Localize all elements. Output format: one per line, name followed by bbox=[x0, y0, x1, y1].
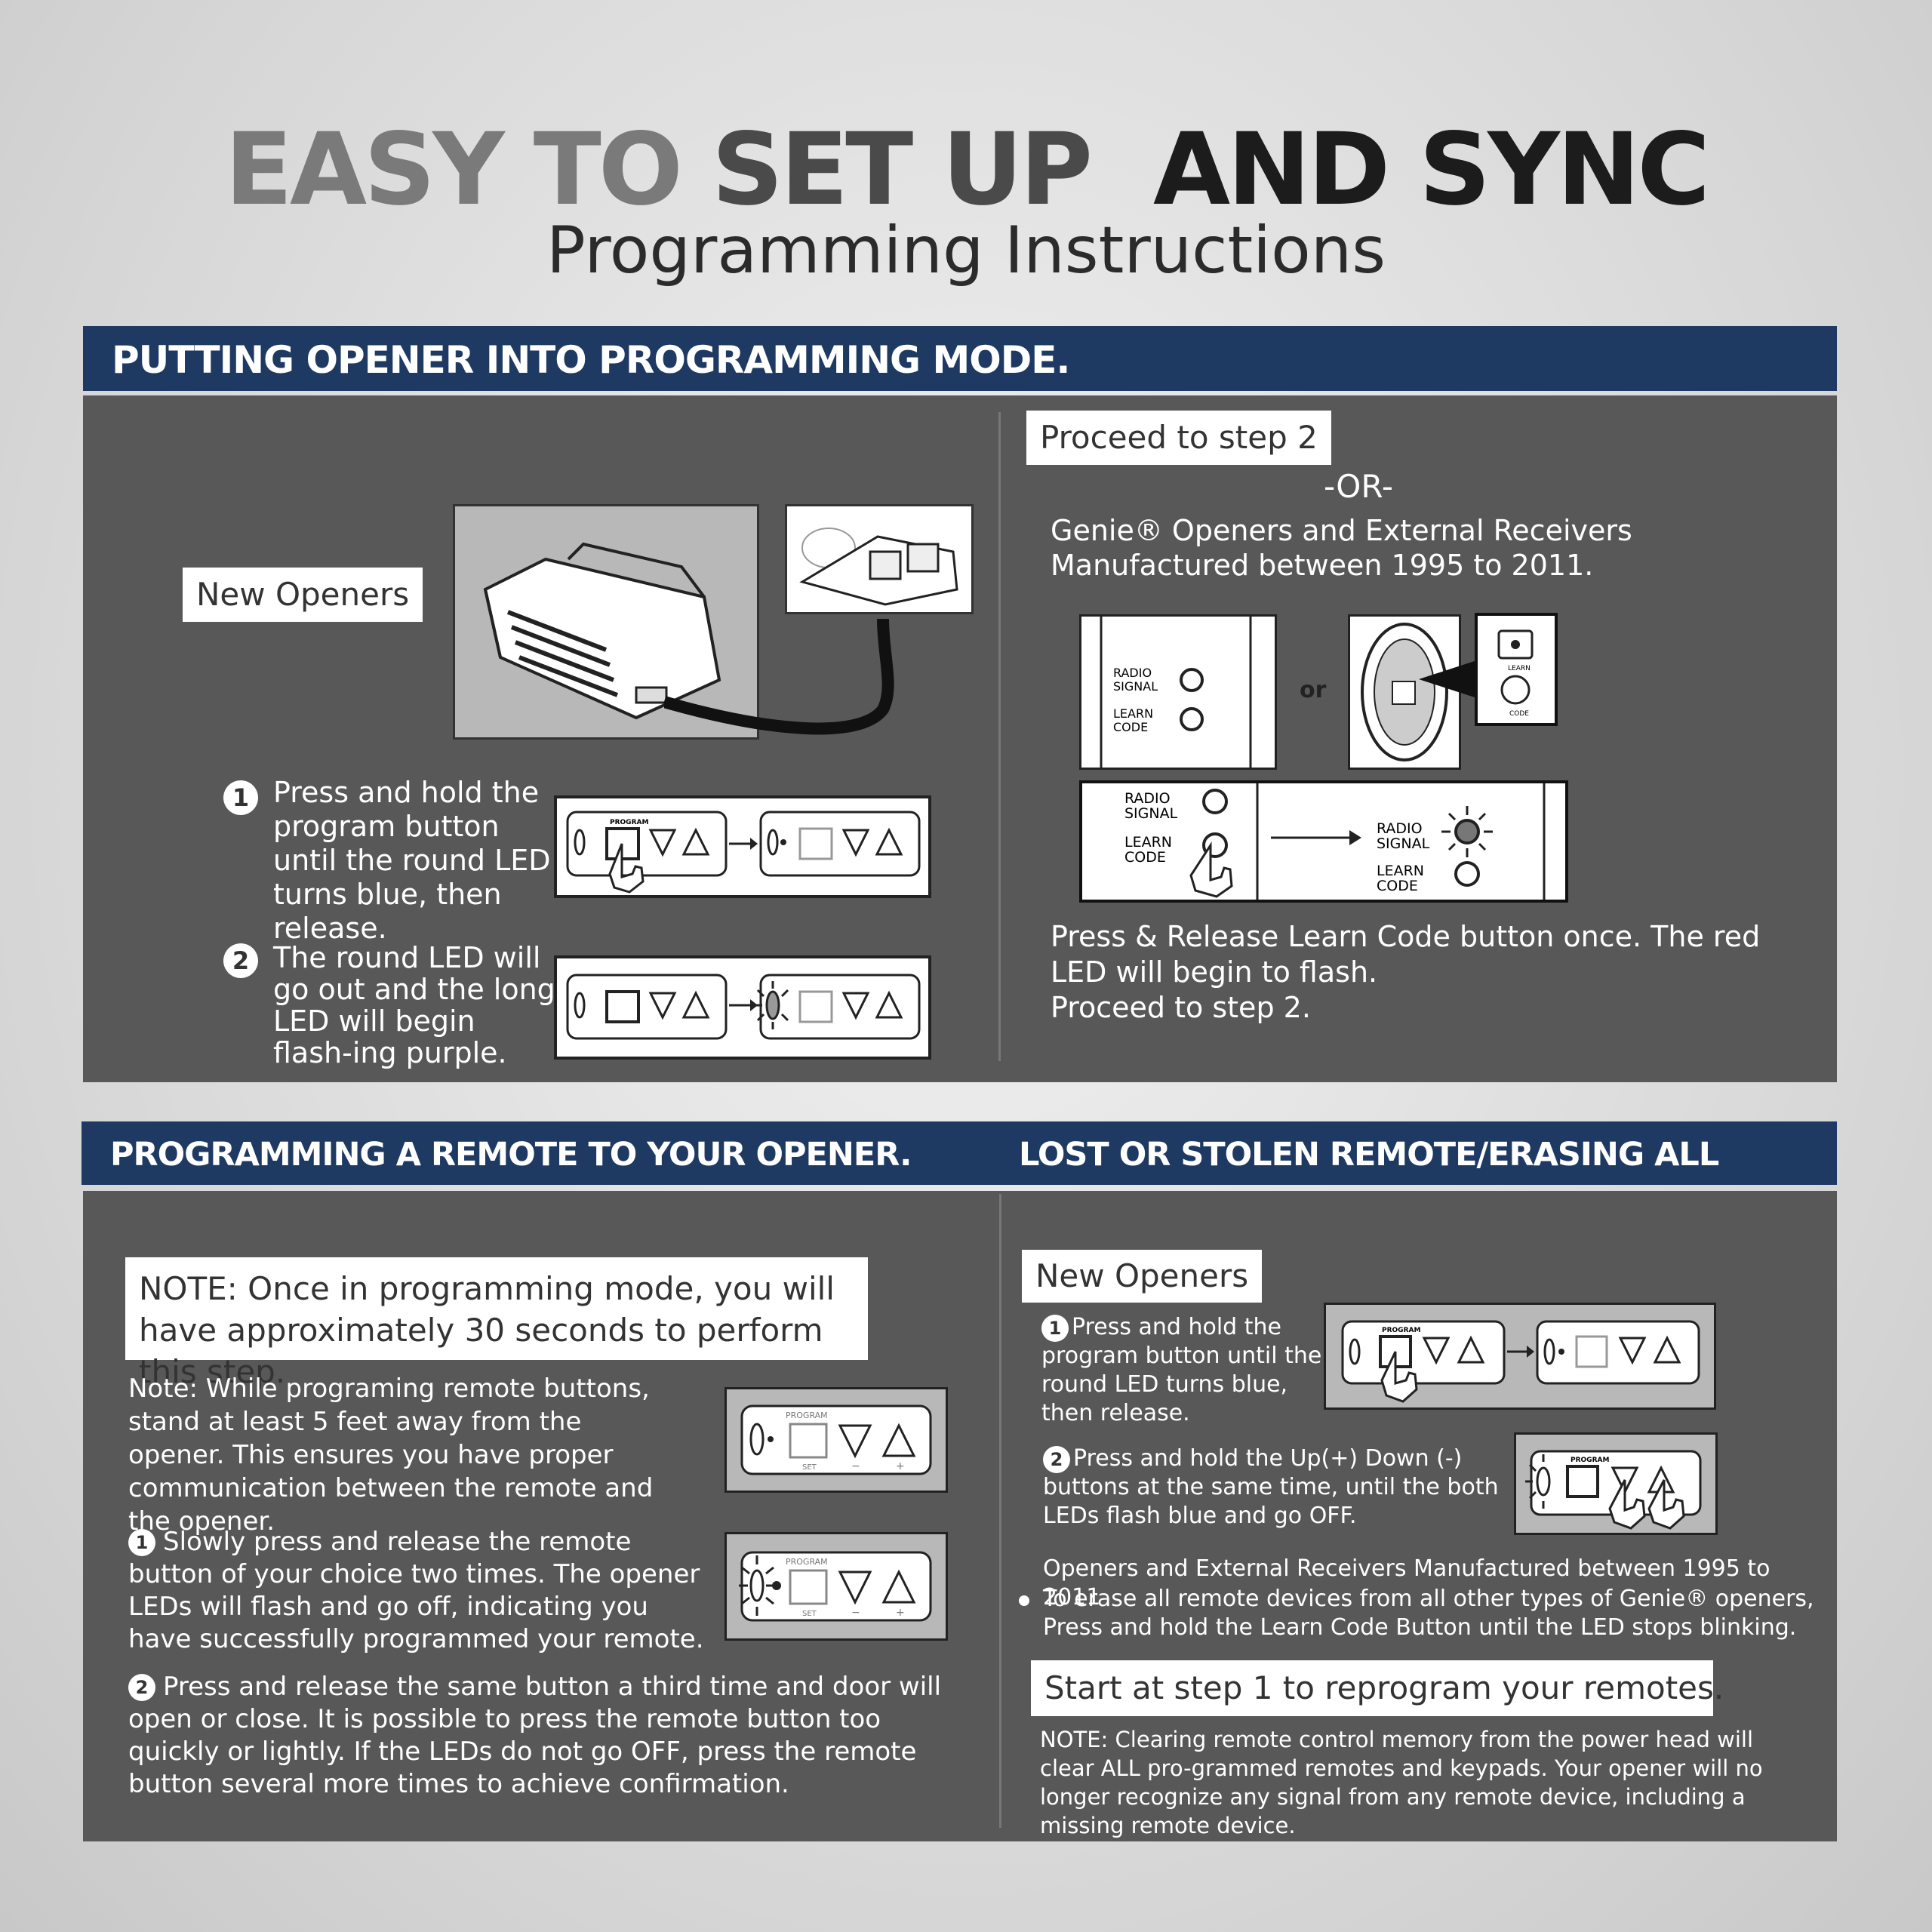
s3-step1-diagram: PROGRAM bbox=[1324, 1303, 1716, 1410]
code-label-3: CODE bbox=[1377, 878, 1418, 894]
program-label: PROGRAM bbox=[610, 819, 648, 826]
erase-text: To erase all remote devices from all oth… bbox=[1043, 1586, 1814, 1641]
step2-text: The round LED will go out and the long L… bbox=[273, 941, 555, 1069]
proceed-step2-label: Proceed to step 2 bbox=[1026, 411, 1331, 465]
section1-heading-band: PUTTING OPENER INTO PROGRAMMING MODE. bbox=[83, 326, 1837, 391]
plus-label-2: + bbox=[896, 1607, 905, 1619]
receivers-line: Openers and External Receivers Manufactu… bbox=[1043, 1555, 1770, 1611]
main-title: EASY TO SET UP AND SYNC bbox=[0, 113, 1932, 226]
section2-3-heading-band: PROGRAMMING A REMOTE TO YOUR OPENER. LOS… bbox=[82, 1121, 1837, 1240]
program-label-5: PROGRAM bbox=[1571, 1457, 1609, 1464]
section1-step1: 1 Press and hold the program button unti… bbox=[223, 776, 555, 946]
code-label: CODE bbox=[1113, 720, 1148, 734]
s3-step1-text: Press and hold the program button until … bbox=[1041, 1314, 1322, 1426]
s3-new-openers-label: New Openers bbox=[1022, 1250, 1263, 1303]
signal-label-2: SIGNAL bbox=[1124, 805, 1178, 822]
timing-note-text: NOTE: Once in programming mode, you will… bbox=[139, 1270, 835, 1390]
set-label: SET bbox=[802, 1463, 817, 1472]
section1-divider bbox=[998, 412, 1001, 1061]
title-part-1: EASY TO bbox=[224, 112, 712, 228]
title-part-3: AND SYNC bbox=[1153, 112, 1710, 228]
s2-step2-badge: 2 bbox=[128, 1674, 155, 1701]
final-note: NOTE: Clearing remote control memory fro… bbox=[1040, 1727, 1763, 1838]
section2-3-divider bbox=[999, 1194, 1001, 1828]
title-part-2: SET UP bbox=[711, 112, 1093, 228]
bullet-dot bbox=[1019, 1595, 1029, 1606]
code-small-label: CODE bbox=[1509, 710, 1529, 718]
learn-label-3: LEARN bbox=[1377, 863, 1424, 879]
or-separator: -OR- bbox=[1323, 468, 1394, 505]
radio-label-2: RADIO bbox=[1124, 790, 1171, 807]
section2-step1: 1 Slowly press and release the remote bu… bbox=[128, 1526, 717, 1656]
minus-label-2: − bbox=[851, 1607, 860, 1619]
program-label-2: PROGRAM bbox=[786, 1411, 828, 1420]
panel-step1-diagram: PROGRAM bbox=[554, 795, 931, 898]
section1-heading: PUTTING OPENER INTO PROGRAMMING MODE. bbox=[112, 338, 1070, 382]
restart-box: Start at step 1 to reprogram your remote… bbox=[1031, 1660, 1724, 1716]
timing-note-box: NOTE: Once in programming mode, you will… bbox=[125, 1257, 868, 1390]
restart-text: Start at step 1 to reprogram your remote… bbox=[1044, 1669, 1724, 1706]
learn-code-instructions: Press & Release Learn Code button once. … bbox=[1051, 920, 1761, 989]
remote-led-diagram: PROGRAM SET − + bbox=[724, 1387, 948, 1493]
program-label-4: PROGRAM bbox=[1382, 1327, 1420, 1334]
radio-signal-panel: RADIO SIGNAL LEARN CODE bbox=[1079, 614, 1277, 770]
opener-illustration bbox=[453, 504, 759, 740]
s2-step1-badge: 1 bbox=[128, 1529, 155, 1556]
proceed-step2-text: Proceed to step 2. bbox=[1051, 991, 1311, 1024]
subtitle: Programming Instructions bbox=[546, 213, 1386, 288]
s2-step1-text: Slowly press and release the remote butt… bbox=[128, 1527, 704, 1654]
s3-step1-badge: 1 bbox=[1041, 1315, 1069, 1342]
s3-step2-badge: 2 bbox=[1043, 1446, 1070, 1473]
step1-text: Press and hold the program button until … bbox=[273, 776, 551, 945]
learn-code-sequence-diagram: RADIO SIGNAL LEARN CODE RADIO SIGNAL LEA… bbox=[1079, 780, 1568, 903]
or-small: or bbox=[1300, 677, 1327, 703]
panel-step2-diagram bbox=[554, 955, 931, 1060]
radio-label-3: RADIO bbox=[1377, 820, 1423, 837]
s2-step2-text: Press and release the same button a thir… bbox=[128, 1672, 942, 1799]
opener-connector-line bbox=[664, 618, 894, 735]
section2-step2: 2 Press and release the same button a th… bbox=[128, 1671, 966, 1801]
new-openers-label: New Openers bbox=[183, 568, 423, 622]
remote-flash-diagram: PROGRAM SET − + bbox=[724, 1532, 948, 1641]
s3-step2-diagram: PROGRAM bbox=[1514, 1432, 1718, 1535]
code-label-2: CODE bbox=[1124, 849, 1166, 866]
minus-label: − bbox=[851, 1460, 860, 1472]
signal-label: SIGNAL bbox=[1113, 679, 1158, 694]
erase-instructions: To erase all remote devices from all oth… bbox=[1019, 1585, 1819, 1642]
distance-note: Note: While programing remote buttons, s… bbox=[128, 1374, 654, 1537]
plus-label: + bbox=[896, 1460, 905, 1472]
section3-step2: 2 Press and hold the Up(+) Down (-) butt… bbox=[1043, 1444, 1511, 1531]
learn-button-closeup: LEARN CODE bbox=[1475, 613, 1558, 726]
learn-label-2: LEARN bbox=[1124, 834, 1172, 851]
program-label-3: PROGRAM bbox=[786, 1557, 828, 1567]
pointer-triangle bbox=[1419, 660, 1479, 699]
s3-step2-text: Press and hold the Up(+) Down (-) button… bbox=[1043, 1445, 1499, 1529]
set-label-2: SET bbox=[802, 1610, 817, 1618]
section3-step1: 1 Press and hold the program button unti… bbox=[1041, 1313, 1328, 1428]
section1-step2: 2 The round LED will go out and the long… bbox=[223, 942, 555, 1069]
signal-label-3: SIGNAL bbox=[1377, 835, 1430, 852]
step1-badge: 1 bbox=[223, 780, 258, 815]
genie-receivers-text: Genie® Openers and External Receivers Ma… bbox=[1051, 514, 1632, 582]
section2-heading: PROGRAMMING A REMOTE TO YOUR OPENER. bbox=[110, 1136, 912, 1174]
radio-label: RADIO bbox=[1113, 666, 1152, 680]
learn-label: LEARN bbox=[1113, 706, 1153, 721]
opener-button-closeup bbox=[785, 504, 974, 614]
step2-badge: 2 bbox=[223, 943, 258, 978]
learn-small-label: LEARN bbox=[1508, 665, 1531, 672]
